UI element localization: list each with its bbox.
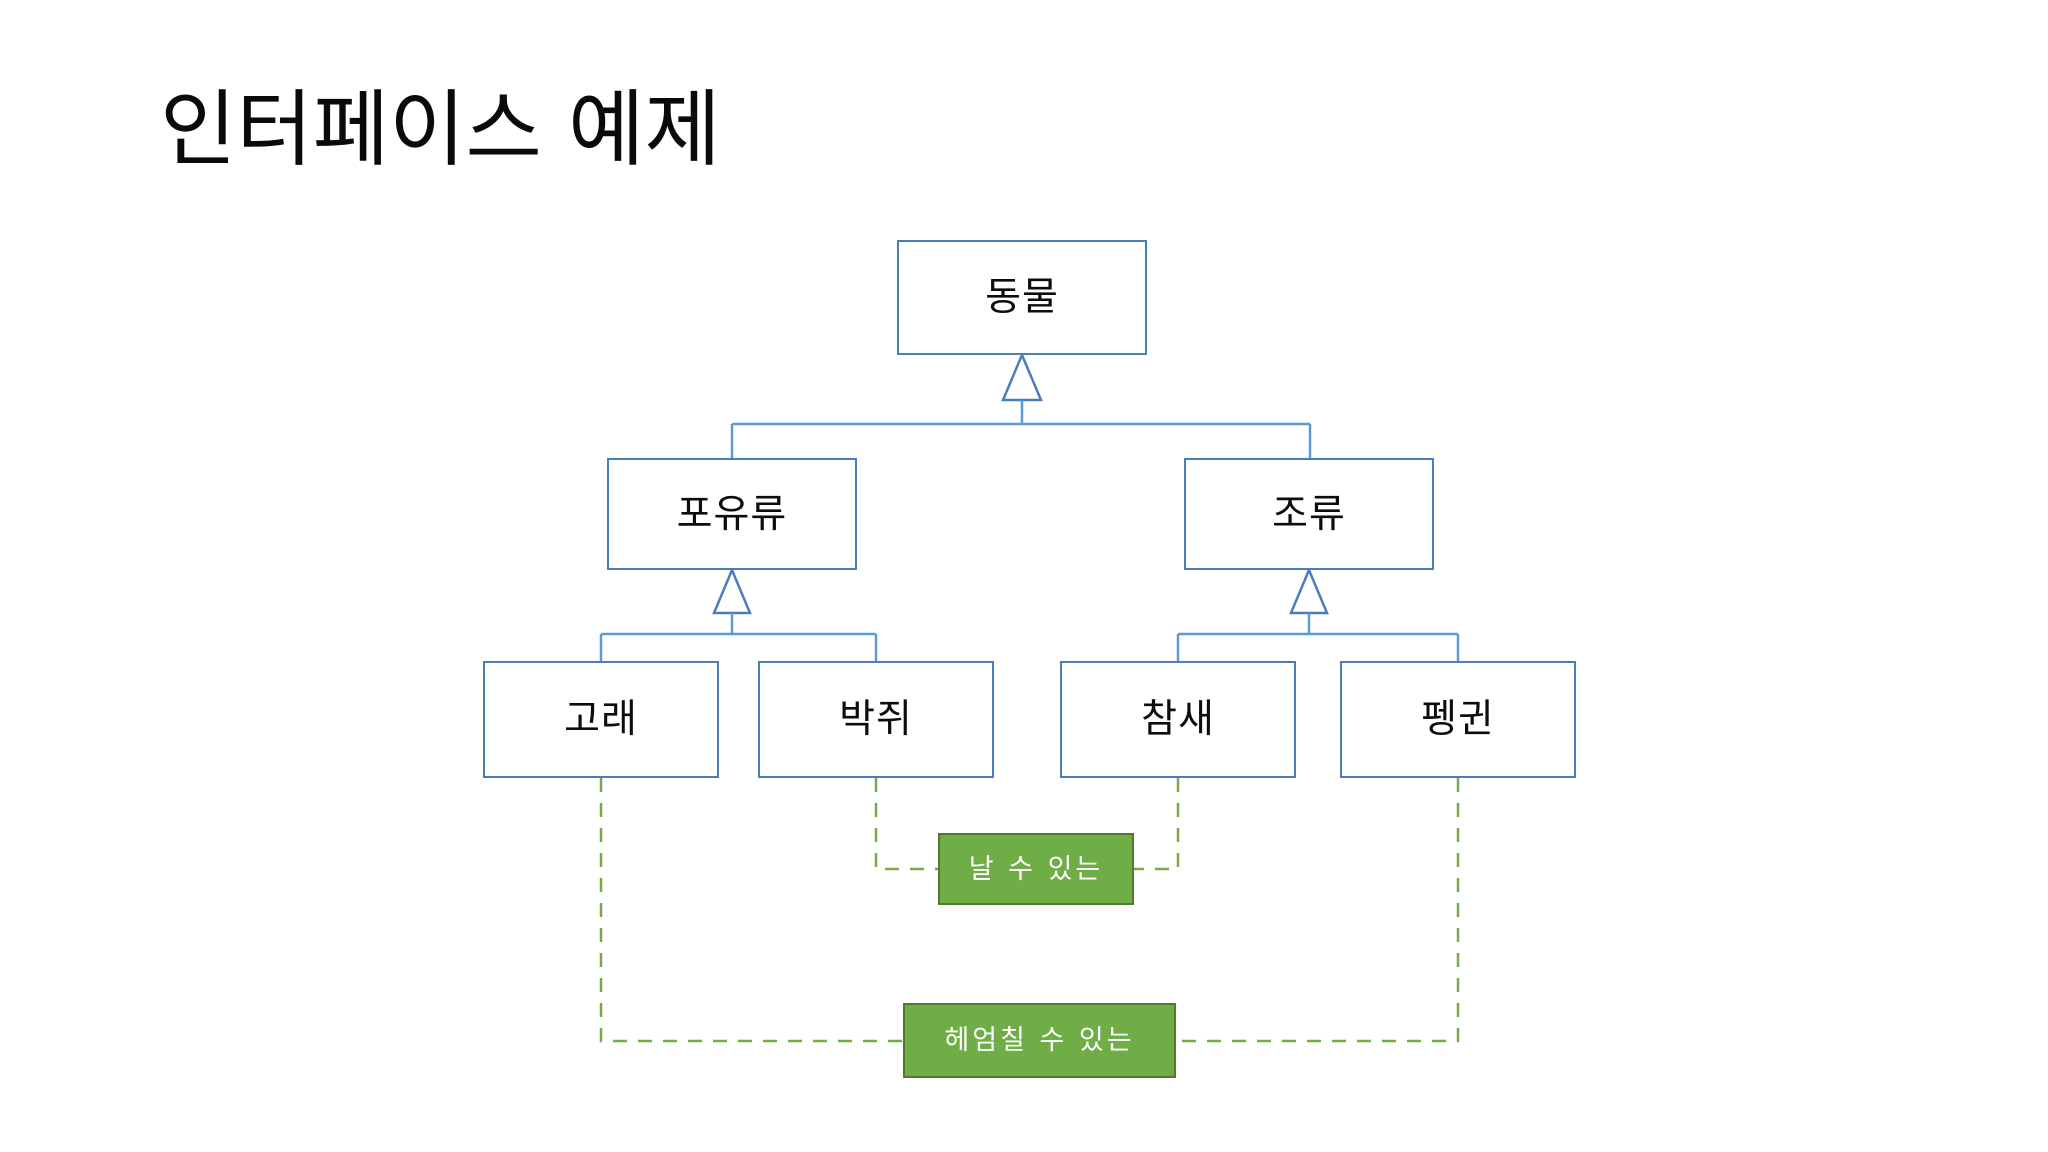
- realization-connectors: flyable (left side) --> flyable (right s…: [599, 778, 1460, 1043]
- class-label-mammal: 포유류: [676, 491, 788, 537]
- generalization-line-bird-bus: [1176, 613, 1460, 661]
- class-label-bat: 박쥐: [839, 697, 913, 742]
- class-box-sparrow[interactable]: 참새: [1060, 661, 1296, 778]
- class-box-bird[interactable]: 조류: [1184, 458, 1434, 570]
- interface-label-swimmable: 헤엄칠 수 있는: [944, 1025, 1135, 1056]
- interface-label-flyable: 날 수 있는: [968, 853, 1104, 885]
- class-box-bat[interactable]: 박쥐: [758, 661, 994, 778]
- generalization-connectors: [599, 351, 1460, 661]
- class-label-animal: 동물: [985, 275, 1059, 320]
- class-label-sparrow: 참새: [1141, 697, 1215, 742]
- class-box-mammal[interactable]: 포유류: [607, 458, 857, 570]
- class-box-animal[interactable]: 동물: [897, 240, 1147, 355]
- realization-line-sparrow-flyable: [1134, 778, 1180, 871]
- class-box-whale[interactable]: 고래: [483, 661, 719, 778]
- interface-box-flyable[interactable]: 날 수 있는: [938, 833, 1134, 905]
- class-box-penguin[interactable]: 펭귄: [1340, 661, 1576, 778]
- page-title: 인터페이스 예제: [160, 81, 721, 178]
- class-label-penguin: 펭귄: [1421, 697, 1495, 742]
- generalization-line-mammal-bus: [599, 613, 878, 661]
- realization-line-penguin-swimmable: [1176, 778, 1460, 1043]
- realization-line-bat-flyable: [874, 778, 938, 871]
- inheritance-triangle-bird: [1289, 566, 1329, 615]
- class-label-whale: 고래: [564, 697, 638, 742]
- inheritance-triangle-mammal: [712, 566, 752, 615]
- generalization-line-animal-bus: [730, 400, 1312, 458]
- inheritance-triangle-animal: [1001, 351, 1043, 402]
- realization-line-whale-swimmable: [599, 778, 903, 1043]
- class-label-bird: 조류: [1272, 491, 1346, 537]
- interface-box-swimmable[interactable]: 헤엄칠 수 있는: [903, 1003, 1176, 1078]
